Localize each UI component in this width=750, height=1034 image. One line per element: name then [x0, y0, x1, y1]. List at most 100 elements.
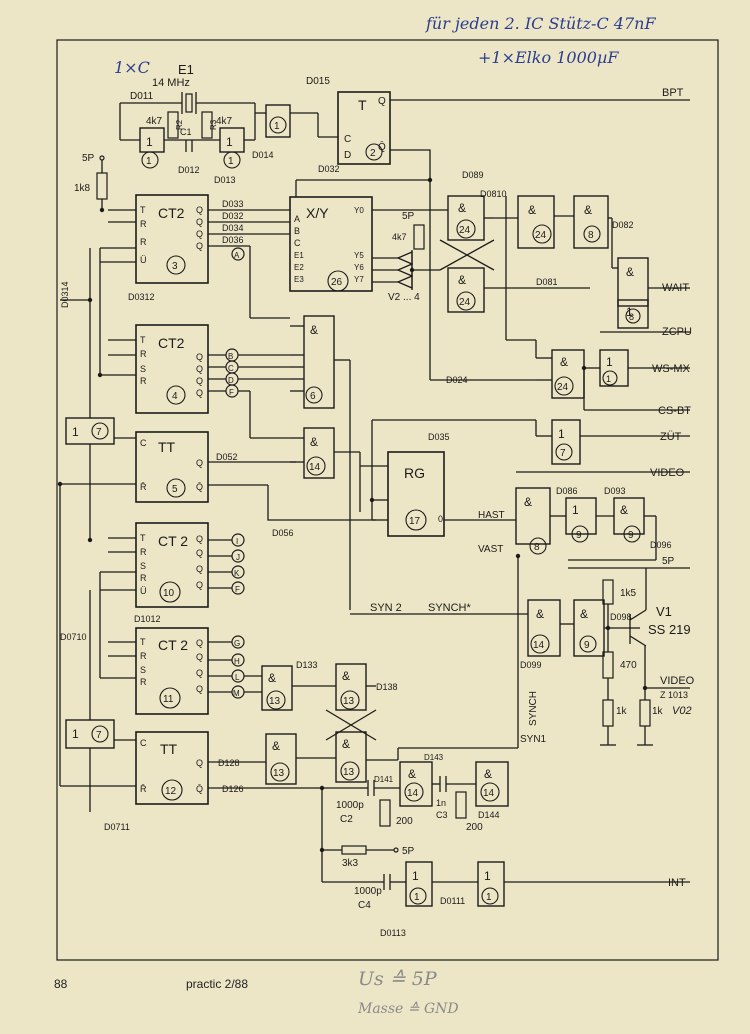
transistor-stage: 5P V1 SS 219 1k5 470 1k 1k VIDEO Z 1013 … [568, 556, 695, 746]
svg-text:&: & [268, 671, 276, 685]
page-number: 88 [54, 977, 68, 991]
block-tt-5-label: TT [158, 439, 176, 455]
svg-text:R̄: R̄ [140, 482, 147, 492]
c4-value: 1000p [354, 886, 382, 897]
r8-value: 1k [652, 706, 664, 717]
net-d138: D138 [376, 682, 398, 692]
marker-d: D [228, 376, 234, 385]
svg-text:1: 1 [146, 156, 152, 167]
nand-8-9-9: & 8 1 9 & 9 [515, 487, 657, 561]
svg-text:1: 1 [606, 355, 613, 369]
svg-text:&: & [272, 739, 280, 753]
svg-text:1: 1 [572, 503, 579, 517]
c4-id: C4 [358, 900, 371, 911]
svg-text:Ü: Ü [140, 586, 147, 596]
svg-text:Q: Q [196, 205, 203, 215]
marker-m: M [233, 689, 240, 698]
svg-text:E1: E1 [294, 251, 304, 260]
signal-bpt: BPT [662, 87, 684, 99]
svg-text:Q: Q [196, 548, 203, 558]
sp-label-3: 5P [662, 556, 675, 567]
net-d098: D098 [610, 612, 632, 622]
svg-text:7: 7 [96, 730, 102, 741]
signal-synch: SYNCH [528, 691, 539, 726]
svg-text:Q: Q [196, 364, 203, 374]
net-d0111: D0111 [440, 896, 465, 906]
net-d0314: D0314 [60, 281, 70, 308]
block-ct2-4-label: CT2 [158, 335, 185, 351]
block-rg-17-label: RG [404, 465, 425, 481]
block-xy-26-label: X/Y [306, 205, 329, 221]
net-d082: D082 [612, 220, 634, 230]
net-d089: D089 [462, 170, 484, 180]
sp-label-4: 5P [402, 846, 415, 857]
signal-video-in: VIDEO [650, 467, 685, 479]
svg-text:Y5: Y5 [354, 251, 364, 260]
net-d035: D035 [428, 432, 450, 442]
signal-zcpu: ZCPU [662, 326, 692, 338]
net-d093: D093 [604, 486, 626, 496]
block-tt-12-num: 12 [165, 786, 177, 797]
marker-f-lower: F [235, 585, 240, 594]
c3-id: C3 [436, 810, 448, 820]
svg-text:C: C [344, 134, 351, 145]
svg-text:Ü: Ü [140, 255, 147, 265]
svg-text:1: 1 [484, 869, 491, 883]
svg-text:24: 24 [557, 382, 569, 393]
svg-text:T: T [140, 533, 146, 543]
v02-label: V02 [672, 705, 692, 717]
svg-text:1: 1 [228, 156, 234, 167]
block-ct2-4-num: 4 [172, 391, 178, 402]
svg-text:Q: Q [196, 352, 203, 362]
marker-c: C [228, 364, 234, 373]
bus-lines [59, 179, 537, 786]
svg-text:7: 7 [560, 448, 566, 459]
svg-text:Q̄: Q̄ [196, 784, 203, 794]
svg-text:&: & [536, 607, 544, 621]
svg-text:Q: Q [196, 229, 203, 239]
c2-id: C2 [340, 814, 353, 825]
signal-zut: ZÜT [660, 431, 682, 443]
svg-text:&: & [408, 767, 416, 781]
block-tt-5-num: 5 [172, 484, 178, 495]
svg-text:E2: E2 [294, 263, 304, 272]
note-top-line2: +1×Elko 1000µF [478, 48, 619, 67]
svg-text:S: S [140, 665, 146, 675]
svg-text:&: & [342, 737, 350, 751]
net-labels: D011 D015 D012 D013 D014 D032 D033 D032 … [60, 76, 672, 938]
svg-text:&: & [524, 495, 532, 509]
block-t-num: 2 [370, 148, 376, 159]
marker-g: G [234, 639, 240, 648]
marker-j: J [236, 553, 240, 562]
marker-f-upper: F [229, 388, 234, 397]
nand-24-wsmx: & 24 1 1 ZCPU WS-MX CS-BT [536, 326, 692, 417]
signal-wait: WAIT [662, 282, 689, 294]
net-d0312: D0312 [128, 292, 155, 302]
svg-text:9: 9 [584, 640, 590, 651]
svg-text:C: C [140, 438, 147, 448]
svg-text:R: R [140, 573, 147, 583]
r1-value: 1k8 [74, 183, 91, 194]
net-d096: D096 [650, 540, 672, 550]
nand-chain-top-right: & 24 & 8 & 1 8 WAIT [517, 195, 690, 329]
svg-text:1: 1 [486, 892, 492, 903]
net-d133: D133 [296, 660, 318, 670]
net-d086: D086 [556, 486, 578, 496]
svg-text:B: B [294, 226, 300, 236]
signal-syn1: SYN1 [520, 734, 547, 745]
svg-text:Q: Q [196, 388, 203, 398]
r5-value: 1k5 [620, 588, 637, 599]
svg-text:D: D [344, 150, 351, 161]
r11-value: 200 [466, 822, 483, 833]
svg-text:Q: Q [196, 580, 203, 590]
net-d144: D144 [478, 810, 500, 820]
svg-text:R: R [140, 651, 147, 661]
svg-text:Y0: Y0 [354, 206, 364, 215]
svg-text:8: 8 [534, 542, 540, 553]
svg-text:&: & [342, 669, 350, 683]
block-ct2-11-label: CT 2 [158, 637, 188, 653]
diagram-frame [56, 39, 719, 961]
svg-text:&: & [458, 273, 466, 287]
